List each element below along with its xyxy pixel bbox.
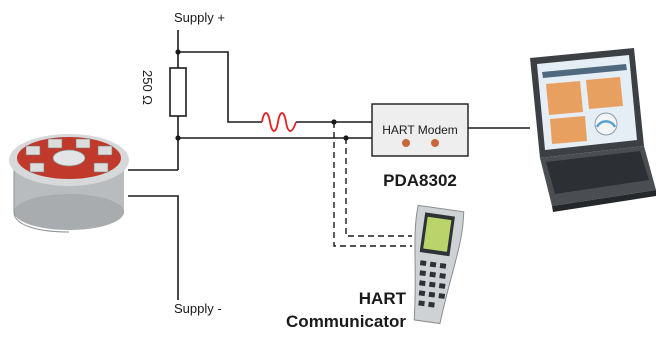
terminal-2	[47, 138, 63, 149]
screen-panel-2	[586, 77, 623, 109]
transmitter-edge	[13, 168, 70, 233]
communicator-label-line2: Communicator	[286, 312, 406, 331]
key-4	[419, 270, 427, 277]
junctions	[175, 49, 349, 141]
key-10	[418, 290, 426, 297]
key-7	[419, 280, 426, 287]
key-9	[438, 283, 446, 289]
terminal-5	[29, 162, 45, 173]
supply-minus-label: Supply -	[174, 301, 222, 316]
key-12	[438, 293, 446, 299]
communicator-keypad	[418, 260, 447, 308]
communicator-label-line1: HART	[359, 289, 407, 308]
terminal-3	[75, 138, 91, 149]
modem-label: HART Modem	[382, 123, 458, 137]
laptop-keyboard	[546, 151, 649, 194]
resistor-icon	[169, 67, 187, 117]
junction-top	[175, 49, 181, 55]
terminal-4	[97, 145, 113, 156]
screen-titlebar	[542, 64, 627, 78]
transmitter-center-hole	[52, 149, 86, 167]
modem-led-left	[402, 139, 410, 147]
terminal-1	[25, 145, 41, 156]
transmitter-base	[14, 194, 124, 230]
modem-led-right	[431, 139, 439, 147]
supply-minus-wire	[128, 195, 179, 300]
communicator-lead-a	[333, 122, 412, 247]
key-2	[429, 261, 437, 268]
screen-gauge	[594, 112, 618, 136]
temperature-transmitter-icon	[9, 134, 129, 233]
signal-wire-upper	[178, 51, 262, 123]
key-3	[439, 263, 447, 269]
modem-model-label: PDA8302	[383, 171, 457, 190]
wiring	[128, 30, 530, 300]
communicator-screen	[423, 216, 452, 252]
communicator-leads	[333, 122, 412, 247]
key-14	[428, 301, 435, 308]
modem-box	[371, 103, 469, 157]
laptop-icon	[530, 48, 656, 212]
key-6	[439, 273, 446, 279]
key-13	[418, 300, 425, 307]
hart-signal-wave-icon	[261, 112, 297, 132]
resistor-value-label: 250 Ω	[140, 70, 155, 105]
key-8	[428, 281, 436, 288]
screen-panel-1	[546, 81, 583, 115]
hart-modem	[371, 103, 469, 157]
junction-loop	[175, 135, 181, 141]
handheld-communicator-icon	[413, 204, 465, 325]
key-5	[429, 271, 436, 278]
key-1	[419, 260, 427, 267]
screen-gauge-arc	[595, 120, 617, 128]
laptop-front-edge	[552, 190, 656, 212]
key-11	[428, 291, 436, 298]
communicator-lead-b	[345, 138, 412, 237]
supply-plus-label: Supply +	[174, 10, 225, 25]
screen-panel-3	[550, 116, 587, 144]
terminal-6	[93, 162, 109, 173]
